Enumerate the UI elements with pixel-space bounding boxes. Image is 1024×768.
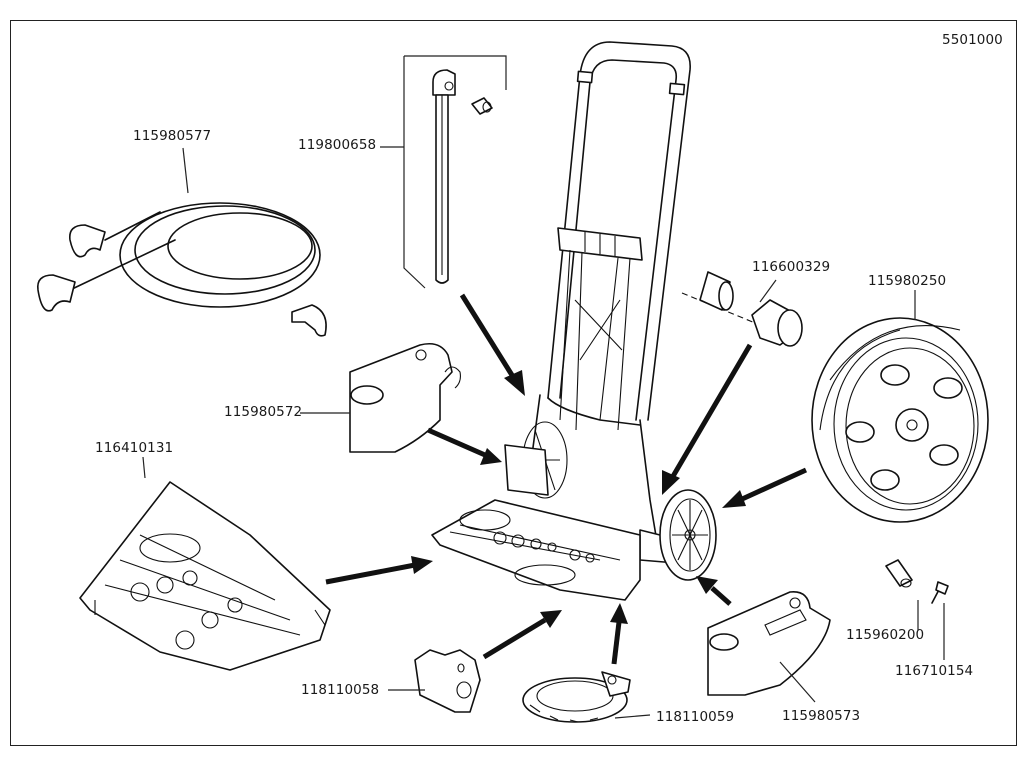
drawing-number: 5501000 xyxy=(942,32,1003,48)
latch-plate-part xyxy=(414,649,481,713)
arrow-platform xyxy=(325,556,433,585)
part-label-latch-plate: 118110058 xyxy=(301,682,380,698)
wheel-part xyxy=(811,317,989,523)
part-label-spacer: 115960200 xyxy=(846,627,925,643)
part-label-left-bracket: 115980572 xyxy=(224,404,303,420)
assembly-arrows xyxy=(325,293,808,665)
diagram-frame xyxy=(10,20,1017,746)
part-label-right-bracket: 115980573 xyxy=(782,708,861,724)
end-cap-part xyxy=(681,271,803,347)
arrow-axle-rod xyxy=(459,293,525,396)
platform-part xyxy=(79,481,331,671)
axle-rod-part xyxy=(380,55,507,289)
part-label-screw: 116710154 xyxy=(895,663,974,679)
part-label-locking-ring: 118110059 xyxy=(656,709,735,725)
arrow-right-bracket xyxy=(696,576,732,606)
right-bracket-part xyxy=(707,591,831,696)
arrow-end-cap xyxy=(662,343,753,495)
part-label-bungee-cord: 115980577 xyxy=(133,128,212,144)
arrow-locking-ring xyxy=(610,603,628,665)
arrow-left-bracket xyxy=(426,427,502,465)
hand-truck-assembly xyxy=(431,41,717,601)
spacer-and-screw-parts xyxy=(885,559,949,604)
bungee-cord-part xyxy=(36,202,327,337)
locking-ring-part xyxy=(522,671,631,723)
arrow-latch-plate xyxy=(482,610,562,660)
part-label-end-cap: 116600329 xyxy=(752,259,831,275)
part-label-platform: 116410131 xyxy=(95,440,174,456)
left-bracket-part xyxy=(349,342,461,453)
part-label-wheel: 115980250 xyxy=(868,273,947,289)
leader-lines xyxy=(142,147,945,719)
arrow-wheel xyxy=(722,467,808,508)
part-label-axle-rod: 119800658 xyxy=(298,137,377,153)
